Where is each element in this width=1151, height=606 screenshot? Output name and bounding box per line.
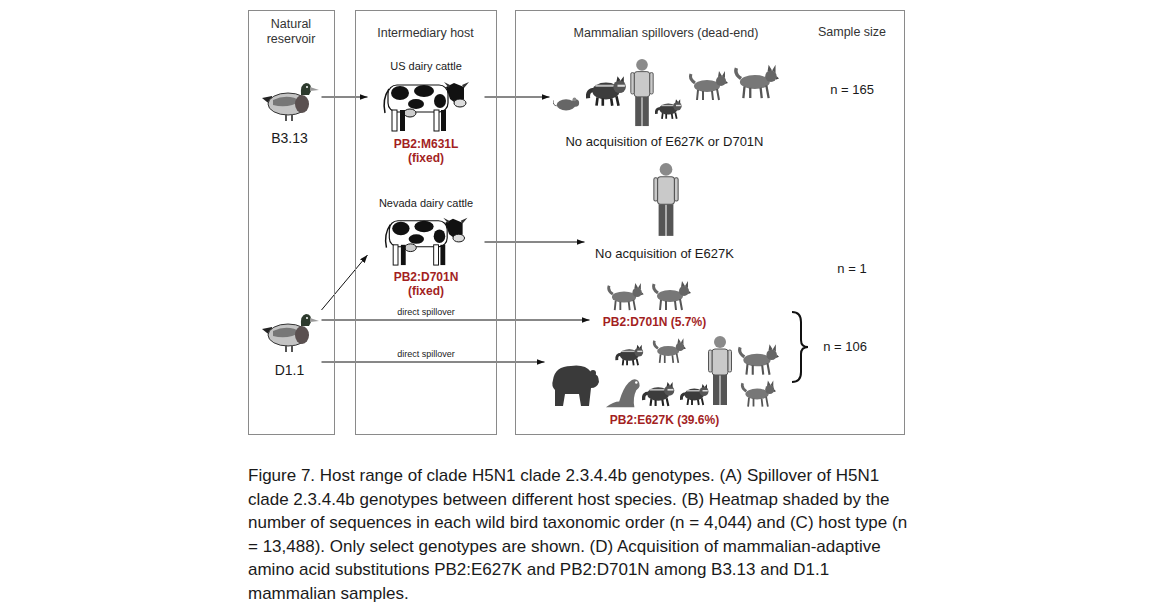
host-label: No acquisition of E627K [595,246,734,262]
column-panel: Mammalian spillovers (dead-end) No acquis… [515,10,905,435]
mallard-duck [262,83,319,121]
figure-caption: Figure 7. Host range of clade H5N1 clade… [248,464,912,605]
mouse [553,97,579,110]
host-label: PB2:D701N (fixed) [385,270,467,299]
host-group: No acquisition of E627K [585,160,745,262]
sample-size: n = 106 [823,339,867,354]
fox [740,344,779,374]
edge-label: direct spillover [395,308,457,318]
skunk [681,384,708,405]
cat [742,381,776,407]
host-label: B3.13 [271,130,308,147]
column-heading: Sample size [818,25,886,39]
spillover-arrow [322,97,368,98]
column-heading: Natural reservoir [249,17,333,47]
column-panel: Natural reservoirB3.13D1.1 [248,10,335,435]
spillover-arrow [485,242,585,243]
host-label: Nevada dairy cattle [379,197,473,210]
human [709,336,732,405]
sample-size: n = 165 [830,82,874,97]
grouping-bracket [792,312,808,382]
fox [736,65,779,98]
mallard-duck [262,314,319,352]
seal [606,379,640,407]
host-group: No acquisition of E627K or D701N [550,58,780,150]
host-label: US dairy cattle [390,60,462,73]
host-group: PB2:D701N (5.7%) [590,280,720,330]
host-group: Nevada dairy cattlePB2:D701N (fixed) [368,197,485,299]
dairy-cow [384,82,469,131]
host-label: No acquisition of E627K or D701N [565,134,763,150]
spillover-arrow [485,97,550,98]
column-heading: Intermediary host [356,26,495,41]
sample-size: n = 1 [837,261,866,276]
host-group: US dairy cattlePB2:M631L (fixed) [368,60,485,166]
fox [654,281,692,310]
host-group: B3.13 [258,75,322,147]
human [654,163,678,236]
dairy-cow [386,218,468,265]
host-label: PB2:E627K (39.6%) [610,413,719,427]
cat [654,338,686,363]
raccoon [588,76,626,105]
column-heading: Mammalian spillovers (dead-end) [536,26,796,41]
bear [552,366,599,406]
ferret [617,345,643,366]
cat [691,71,729,100]
edge-label: direct spillover [395,350,457,360]
cat [609,283,644,310]
host-label: PB2:D701N (5.7%) [603,315,706,329]
skunk [656,99,681,119]
raccoon [644,382,675,406]
human [631,59,653,126]
host-group: D1.1 [258,305,322,379]
spillover-arrow [322,255,368,310]
host-label: PB2:M631L (fixed) [385,137,467,166]
host-label: D1.1 [275,362,305,379]
column-panel: Intermediary host US dairy cattlePB2:M631… [355,10,497,435]
spillover-arrow [322,320,590,321]
host-group: PB2:E627K (39.6%) [545,328,785,428]
